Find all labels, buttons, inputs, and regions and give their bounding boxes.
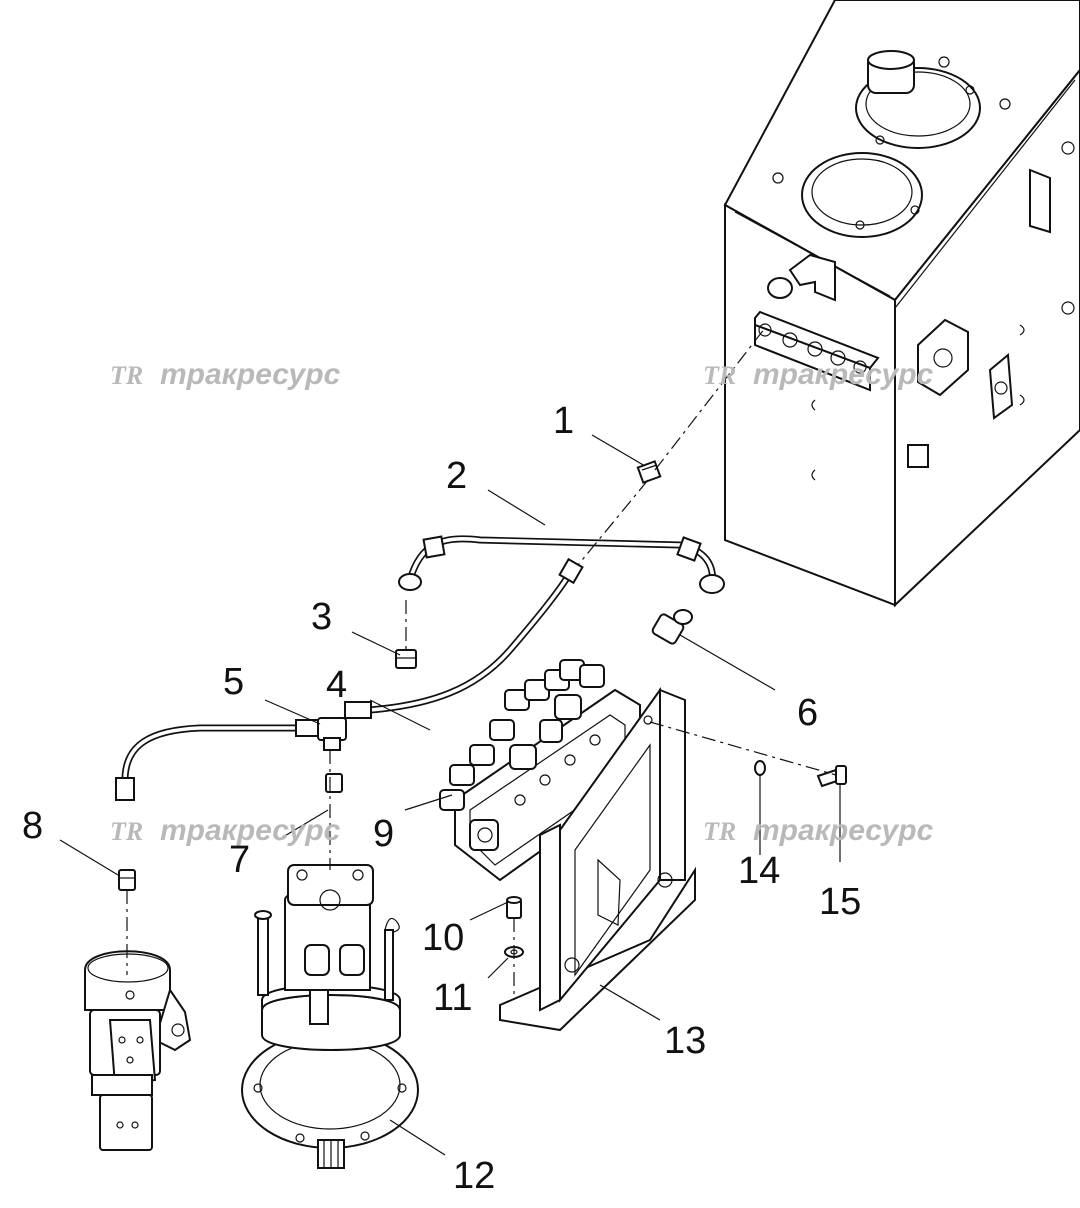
center-lines xyxy=(126,327,837,1000)
watermark-2: TR тракресурс xyxy=(703,358,934,391)
svg-text:TR: TR xyxy=(703,361,736,390)
leader-lines xyxy=(59,434,841,1156)
fitting-8 xyxy=(118,869,136,891)
callout-2: 2 xyxy=(446,455,467,497)
washer-14 xyxy=(754,760,766,776)
callout-labels: 1 2 3 4 5 6 7 8 9 10 11 12 13 14 15 xyxy=(22,400,861,1197)
callout-5: 5 xyxy=(223,661,244,703)
fitting-1 xyxy=(636,460,662,484)
svg-text:тракресурс: тракресурс xyxy=(160,358,341,391)
swing-motor-12 xyxy=(241,864,419,1169)
svg-text:TR: TR xyxy=(110,361,143,390)
hydraulic-tank xyxy=(723,0,1080,608)
watermark-1: TR тракресурс xyxy=(110,358,341,391)
callout-4: 4 xyxy=(326,664,347,706)
callout-15: 15 xyxy=(819,881,861,923)
svg-text:TR: TR xyxy=(703,817,736,846)
svg-text:тракресурс: тракресурс xyxy=(160,814,341,847)
fitting-3 xyxy=(395,649,417,669)
callout-9: 9 xyxy=(373,813,394,855)
control-valve-9 xyxy=(439,659,641,882)
svg-text:тракресурс: тракресурс xyxy=(753,814,934,847)
callout-1: 1 xyxy=(553,400,574,442)
hose-5 xyxy=(115,701,372,801)
tee-fitting xyxy=(317,717,347,751)
callout-6: 6 xyxy=(797,692,818,734)
callout-10: 10 xyxy=(422,917,464,959)
hose-4 xyxy=(366,557,584,714)
bolt-15 xyxy=(816,765,847,788)
fitting-7 xyxy=(325,773,343,793)
bracket-13 xyxy=(499,686,696,1032)
callout-8: 8 xyxy=(22,805,43,847)
callout-7: 7 xyxy=(229,839,250,881)
callout-14: 14 xyxy=(738,850,780,892)
watermark-3: TR тракресурс xyxy=(110,814,341,847)
watermark-4: TR тракресурс xyxy=(703,814,934,847)
callout-3: 3 xyxy=(311,596,332,638)
bolt-10 xyxy=(506,896,522,919)
callout-12: 12 xyxy=(453,1155,495,1197)
svg-text:тракресурс: тракресурс xyxy=(753,358,934,391)
callout-11: 11 xyxy=(433,977,472,1019)
motor-left xyxy=(84,950,192,1151)
fitting-6 xyxy=(651,609,693,645)
callout-13: 13 xyxy=(664,1020,706,1062)
svg-text:TR: TR xyxy=(110,817,143,846)
hose-2 xyxy=(398,535,725,594)
